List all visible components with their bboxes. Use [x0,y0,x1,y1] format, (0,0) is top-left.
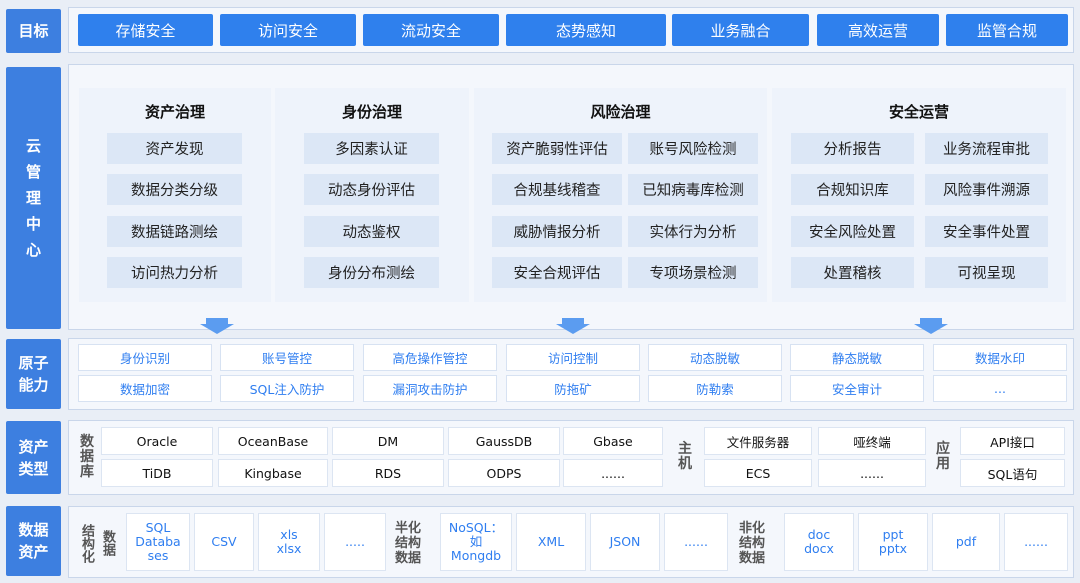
capability-item[interactable]: 合规知识库 [791,174,914,205]
semi-label: 半化 结构 数据 [394,520,421,566]
capability-item[interactable]: 分析报告 [791,133,914,164]
capability-item[interactable]: 资产脆弱性评估 [492,133,622,164]
capability-item[interactable]: 身份分布测绘 [304,257,439,288]
asset-db-item[interactable]: OceanBase [218,427,328,455]
host-label: 主 机 [678,441,692,472]
atomic-item[interactable]: 数据水印 [933,344,1067,371]
capability-item[interactable]: 数据分类分级 [107,174,242,205]
data-semi-item[interactable]: XML [516,513,586,571]
capability-item[interactable]: 资产发现 [107,133,242,164]
data-unstructured-item[interactable]: ...... [1004,513,1068,571]
db-label: 数 据 库 [80,433,94,480]
capability-item[interactable]: 专项场景检测 [628,257,758,288]
asset-db-item[interactable]: ODPS [448,459,560,487]
capability-item[interactable]: 处置稽核 [791,257,914,288]
capability-item[interactable]: 已知病毒库检测 [628,174,758,205]
capability-item[interactable]: 数据链路测绘 [107,216,242,247]
goal-tab[interactable]: 态势感知 [506,14,666,46]
capability-item[interactable]: 安全事件处置 [925,216,1048,247]
data-structured-item[interactable]: xls xlsx [258,513,320,571]
capability-item[interactable]: 业务流程审批 [925,133,1048,164]
atomic-item[interactable]: 访问控制 [506,344,640,371]
arrow-down-icon [914,318,948,334]
goal-tab[interactable]: 业务融合 [672,14,809,46]
structured-label-2-text: 数据 [100,530,115,556]
capability-item[interactable]: 威胁情报分析 [492,216,622,247]
goal-tab[interactable]: 存储安全 [78,14,213,46]
section-title: 安全运营 [888,103,949,121]
arrow-down-icon [556,318,590,334]
atomic-item[interactable]: 防勒索 [648,375,782,402]
capability-item[interactable]: 多因素认证 [304,133,439,164]
atomic-item[interactable]: ... [933,375,1067,402]
asset-app-item[interactable]: SQL语句 [960,459,1065,487]
atomic-item[interactable]: 数据加密 [78,375,212,402]
capability-item[interactable]: 账号风险检测 [628,133,758,164]
goal-tab[interactable]: 流动安全 [363,14,499,46]
row-label-goal: 目标 [6,9,61,53]
asset-db-item[interactable]: RDS [332,459,444,487]
data-unstructured-item[interactable]: pdf [932,513,1000,571]
asset-app-item[interactable]: API接口 [960,427,1065,455]
atomic-item[interactable]: SQL注入防护 [220,375,354,402]
atomic-item[interactable]: 静态脱敏 [790,344,924,371]
data-semi-item[interactable]: NoSQL： 如 Mongdb [440,513,512,571]
asset-db-item[interactable]: Oracle [101,427,213,455]
asset-db-item[interactable]: DM [332,427,444,455]
data-semi-item[interactable]: JSON [590,513,660,571]
arrow-down-icon [200,318,234,334]
section-title: 身份治理 [341,103,402,121]
goal-tab[interactable]: 监管合规 [946,14,1068,46]
atomic-item[interactable]: 漏洞攻击防护 [363,375,497,402]
capability-item[interactable]: 合规基线稽查 [492,174,622,205]
data-structured-item[interactable]: ..... [324,513,386,571]
asset-host-item[interactable]: ECS [704,459,812,487]
capability-item[interactable]: 可视呈现 [925,257,1048,288]
asset-db-item[interactable]: GaussDB [448,427,560,455]
capability-item[interactable]: 安全风险处置 [791,216,914,247]
data-structured-item[interactable]: CSV [194,513,254,571]
asset-db-item[interactable]: TiDB [101,459,213,487]
row-label-asset-type: 资产 类型 [6,421,61,494]
capability-item[interactable]: 动态鉴权 [304,216,439,247]
section-title: 风险治理 [590,103,651,121]
row-label-data-asset: 数据 资产 [6,506,61,576]
data-semi-item[interactable]: ...... [664,513,728,571]
atomic-item[interactable]: 账号管控 [220,344,354,371]
structured-label-text: 结构化 [79,523,94,563]
row-label-atomic: 原子 能力 [6,339,61,409]
data-unstructured-item[interactable]: ppt pptx [858,513,928,571]
unstructured-label: 非化 结构 数据 [738,520,765,566]
asset-db-item[interactable]: Gbase [563,427,663,455]
asset-host-item[interactable]: 文件服务器 [704,427,812,455]
goal-tab[interactable]: 高效运营 [817,14,939,46]
atomic-item[interactable]: 安全审计 [790,375,924,402]
asset-db-item[interactable]: ...... [563,459,663,487]
structured-label: 结构化 [76,512,96,574]
goal-tab[interactable]: 访问安全 [220,14,356,46]
capability-item[interactable]: 实体行为分析 [628,216,758,247]
section-title: 资产治理 [144,103,205,121]
capability-item[interactable]: 动态身份评估 [304,174,439,205]
capability-item[interactable]: 风险事件溯源 [925,174,1048,205]
data-structured-item[interactable]: SQL Databa ses [126,513,190,571]
asset-host-item[interactable]: 哑终端 [818,427,926,455]
app-label: 应 用 [936,441,950,472]
row-label-cloud: 云 管 理 中 心 [6,67,61,329]
asset-host-item[interactable]: ...... [818,459,926,487]
atomic-item[interactable]: 高危操作管控 [363,344,497,371]
asset-db-item[interactable]: Kingbase [218,459,328,487]
atomic-item[interactable]: 身份识别 [78,344,212,371]
structured-label-2: 数据 [96,512,118,574]
data-unstructured-item[interactable]: doc docx [784,513,854,571]
atomic-item[interactable]: 防拖矿 [506,375,640,402]
capability-item[interactable]: 安全合规评估 [492,257,622,288]
capability-item[interactable]: 访问热力分析 [107,257,242,288]
atomic-item[interactable]: 动态脱敏 [648,344,782,371]
